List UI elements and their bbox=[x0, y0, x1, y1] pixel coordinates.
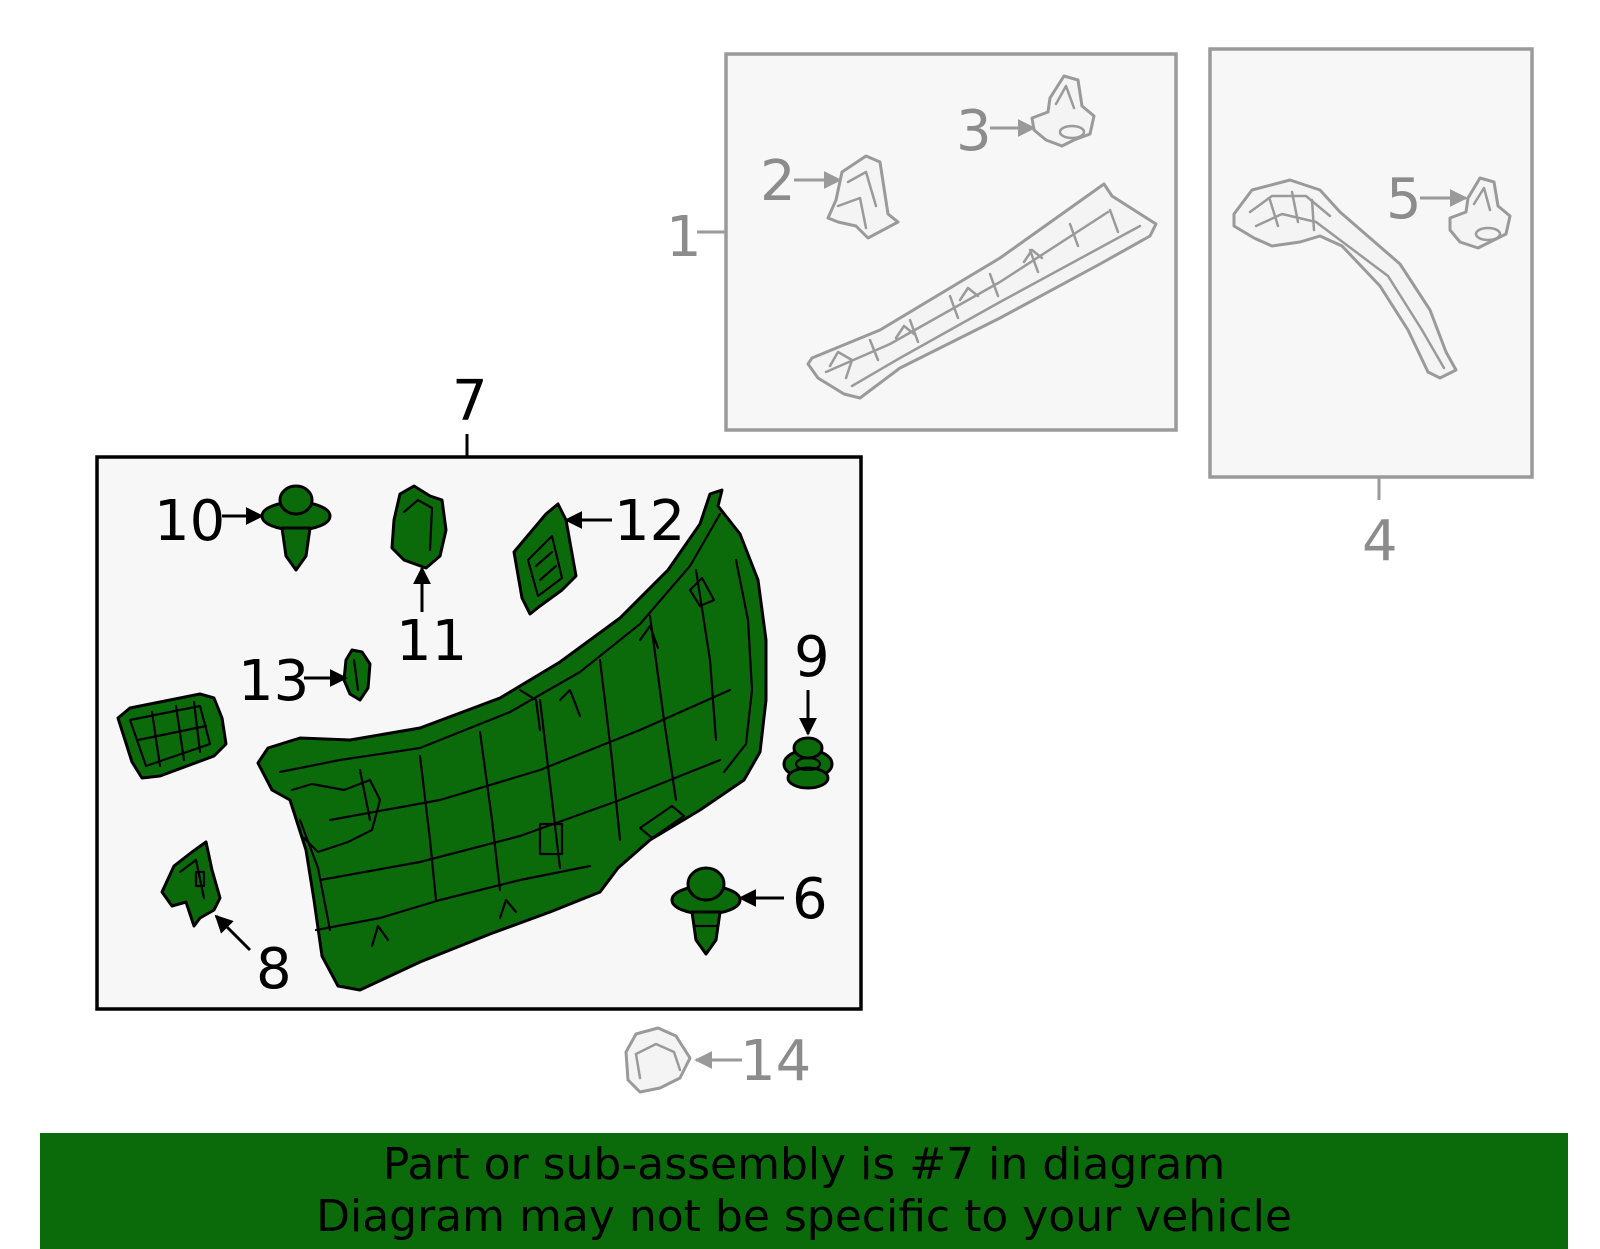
part-6-push-clip bbox=[670, 866, 742, 956]
part-2-clip bbox=[826, 154, 900, 240]
part-7-liftgate-trim-panel bbox=[256, 488, 768, 992]
assembly-7-group: 7 10 bbox=[95, 369, 863, 1011]
part-9-grommet bbox=[782, 736, 834, 790]
part-11-clip bbox=[390, 484, 448, 570]
part-13-small-clip bbox=[342, 648, 372, 702]
part-12-bracket bbox=[512, 502, 578, 616]
callout-7-label: 7 bbox=[452, 369, 488, 434]
callout-1-label: 1 bbox=[666, 205, 702, 270]
part-5-clip bbox=[1448, 176, 1512, 250]
callout-14-label: 14 bbox=[740, 1029, 811, 1094]
callout-13-label: 13 bbox=[238, 649, 309, 714]
banner-line-1: Part or sub-assembly is #7 in diagram bbox=[382, 1139, 1226, 1190]
callout-12-label: 12 bbox=[614, 489, 685, 554]
banner-background bbox=[40, 1133, 1568, 1249]
callout-6-label: 6 bbox=[792, 867, 828, 932]
callout-4-label: 4 bbox=[1362, 509, 1398, 574]
banner-line-2: Diagram may not be specific to your vehi… bbox=[316, 1191, 1292, 1242]
callout-11-label: 11 bbox=[396, 609, 467, 674]
callout-2-label: 2 bbox=[760, 149, 796, 214]
callout-3-label: 3 bbox=[956, 99, 992, 164]
part-8-bracket bbox=[160, 840, 222, 928]
callout-8-leader bbox=[214, 914, 252, 952]
assembly-1-group: 1 2 3 bbox=[666, 52, 1178, 432]
part-1-upper-trim-panel bbox=[806, 182, 1158, 400]
part-4-side-trim bbox=[1232, 178, 1458, 380]
part-7-left-cover bbox=[116, 692, 228, 780]
assembly-4-group: 4 5 bbox=[1208, 47, 1534, 574]
callout-8-label: 8 bbox=[256, 937, 292, 1002]
callout-10-label: 10 bbox=[154, 489, 225, 554]
notice-banner: Part or sub-assembly is #7 in diagram Di… bbox=[40, 1133, 1568, 1249]
part-3-clip bbox=[1030, 74, 1096, 148]
callout-9-label: 9 bbox=[794, 625, 830, 690]
part-14-cap bbox=[624, 1026, 692, 1094]
callout-5-label: 5 bbox=[1386, 167, 1422, 232]
